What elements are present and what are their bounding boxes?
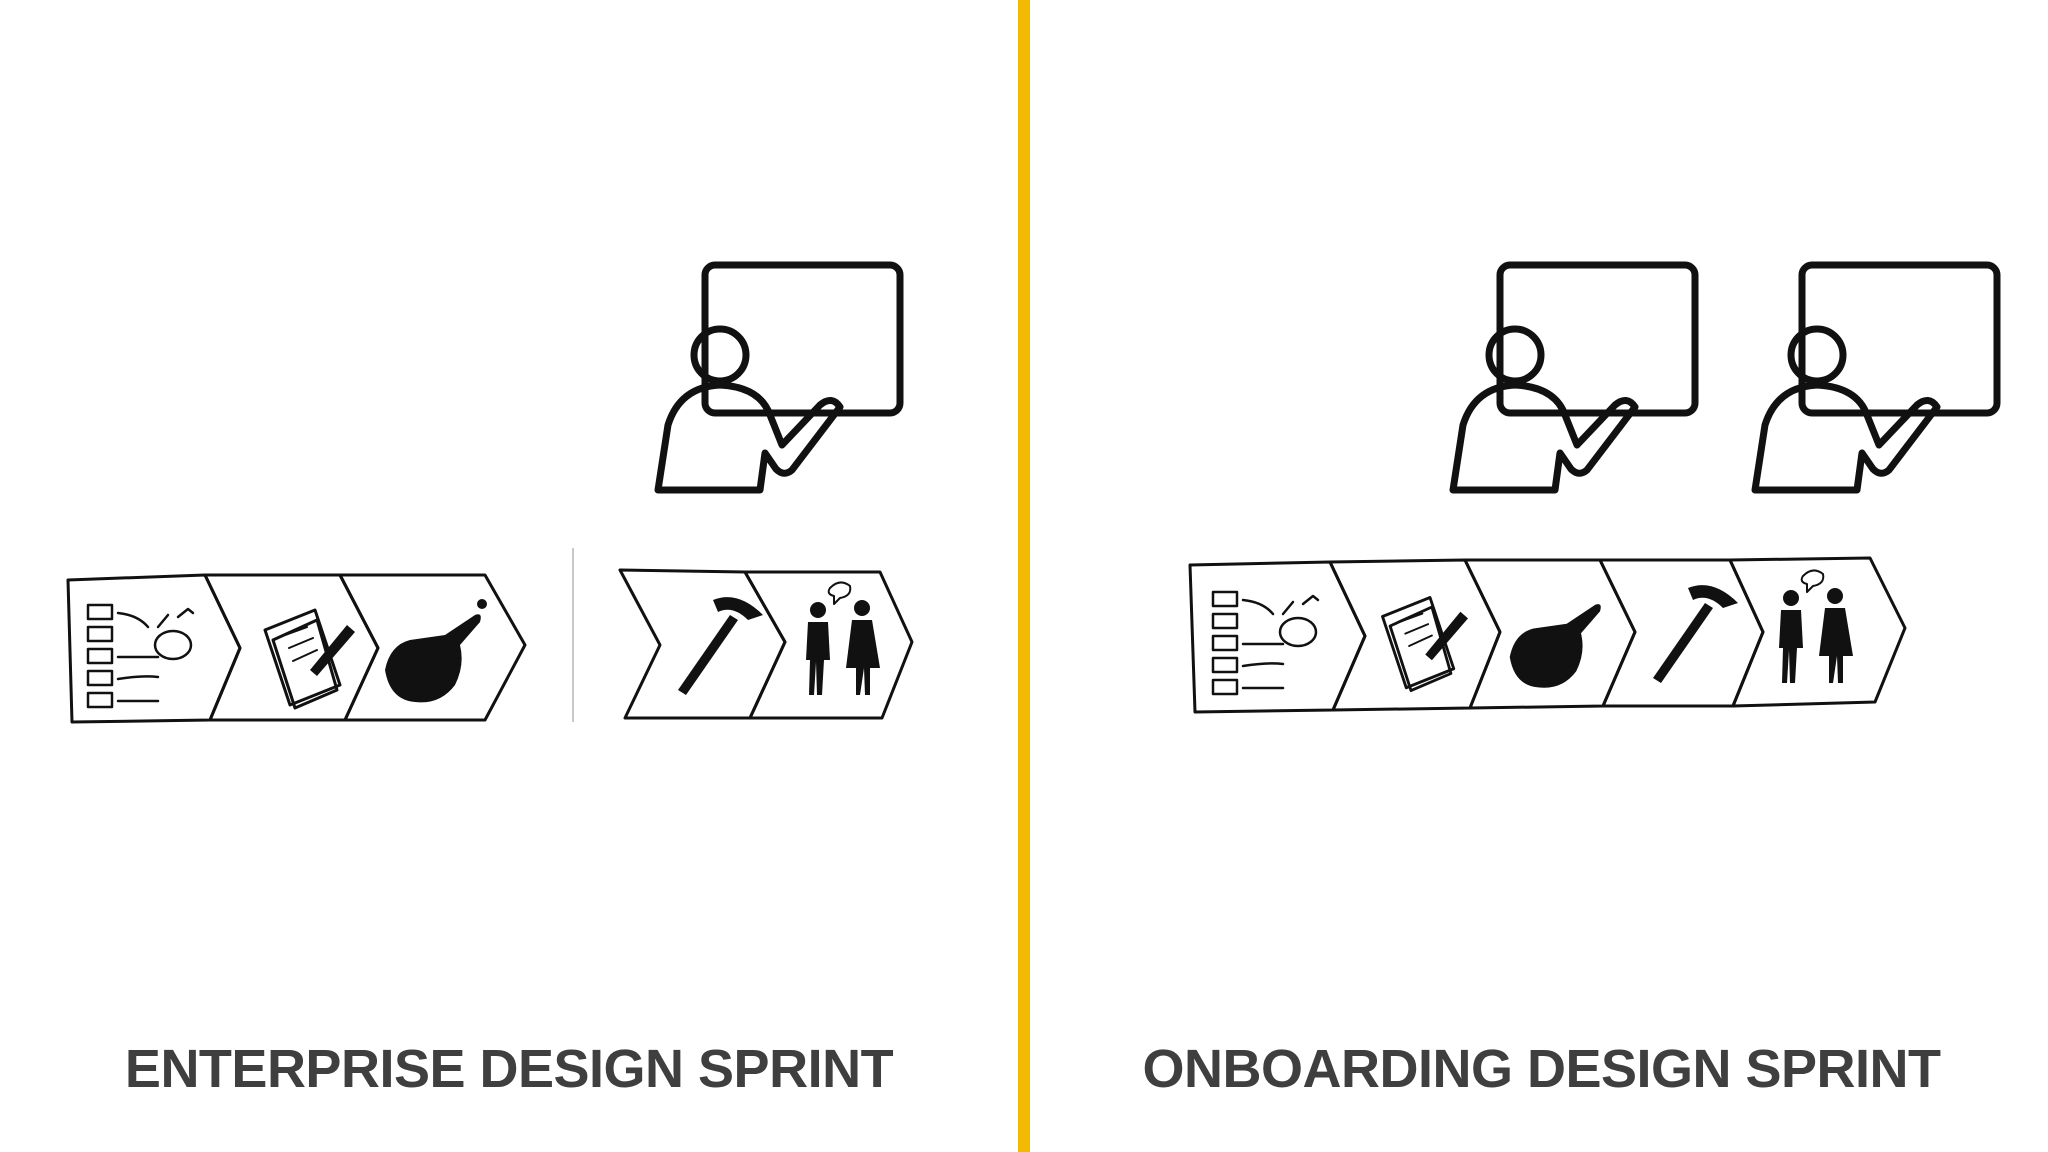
presenter-at-whiteboard-icon xyxy=(1449,261,1699,494)
panel-divider xyxy=(1018,0,1030,1152)
phase-strip-first xyxy=(66,573,527,724)
map-sketch-icon xyxy=(86,603,195,709)
presenter-at-whiteboard-icon xyxy=(1751,261,2001,494)
onboarding-sprint-diagram xyxy=(1188,261,2001,714)
map-sketch-icon xyxy=(1211,590,1320,696)
two-people-talking-icon xyxy=(806,581,880,695)
presenter-at-whiteboard-icon xyxy=(654,261,904,494)
pointing-hand-icon xyxy=(385,599,487,703)
hammer-icon xyxy=(1653,585,1738,683)
onboarding-sprint-title: ONBOARDING DESIGN SPRINT xyxy=(1142,1039,1941,1099)
hammer-icon xyxy=(678,597,763,695)
enterprise-sprint-panel: ENTERPRISE DESIGN SPRINT xyxy=(0,0,1018,1152)
paper-and-pencil-icon xyxy=(1381,596,1468,693)
two-people-talking-icon xyxy=(1779,569,1853,683)
phase-strip-combined xyxy=(1188,556,1907,714)
phase-strip-second xyxy=(618,568,914,720)
paper-and-pencil-icon xyxy=(263,608,355,710)
onboarding-sprint-panel: ONBOARDING DESIGN SPRINT xyxy=(1035,0,2048,1152)
pointing-hand-icon xyxy=(1509,604,1601,688)
enterprise-sprint-diagram xyxy=(66,261,914,724)
enterprise-sprint-title: ENTERPRISE DESIGN SPRINT xyxy=(124,1039,894,1099)
